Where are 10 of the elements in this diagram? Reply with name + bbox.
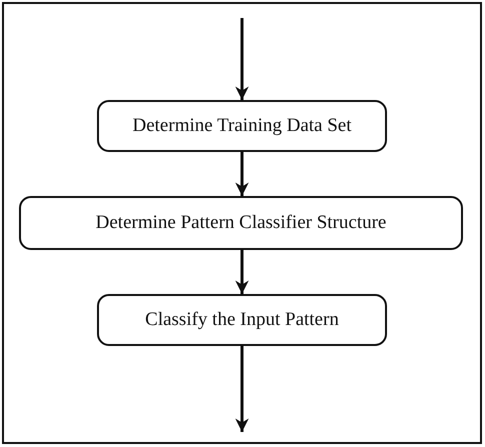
arrow xyxy=(235,152,249,196)
process-box xyxy=(97,294,387,346)
step-label: Determine Training Data Set xyxy=(132,115,352,137)
arrow xyxy=(235,346,249,432)
process-box xyxy=(97,100,387,152)
arrow xyxy=(235,18,249,100)
step-label: Determine Pattern Classifier Structure xyxy=(96,212,386,234)
step-label: Classify the Input Pattern xyxy=(145,309,339,331)
arrow xyxy=(235,250,249,294)
process-box xyxy=(19,196,463,250)
